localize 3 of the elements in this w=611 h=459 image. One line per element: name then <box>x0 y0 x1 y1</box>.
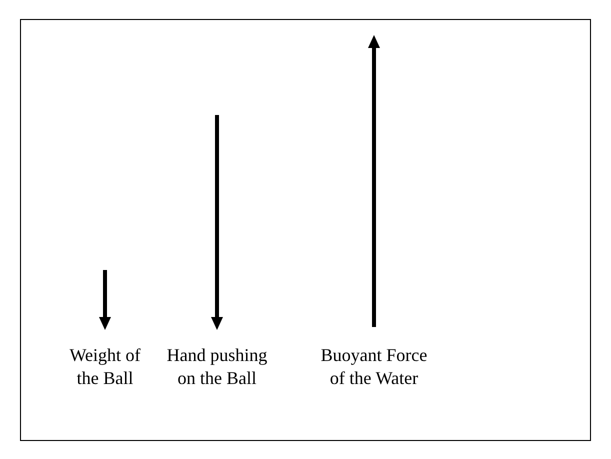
force-label: Hand pushing on the Ball <box>166 344 268 390</box>
force-label: Buoyant Force of the Water <box>320 344 428 390</box>
force-label: Weight of the Ball <box>68 344 142 390</box>
